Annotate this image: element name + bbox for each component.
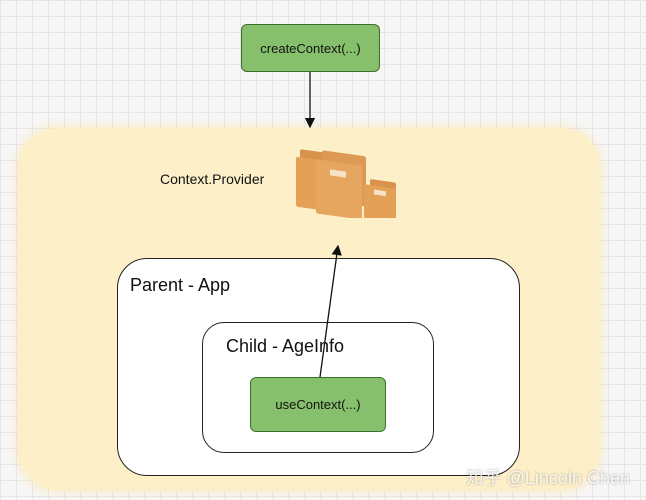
watermark: 知乎 @Lincoln Chen	[465, 468, 630, 488]
parent-label: Parent - App	[130, 275, 231, 295]
use-context-node: useContext(...)	[250, 377, 386, 432]
arrow-use-to-provider	[319, 244, 342, 378]
provider-label: Context.Provider	[160, 171, 265, 187]
folders-icon	[292, 146, 412, 218]
child-label: Child - AgeInfo	[226, 336, 345, 356]
create-context-node: createContext(...)	[241, 24, 380, 72]
